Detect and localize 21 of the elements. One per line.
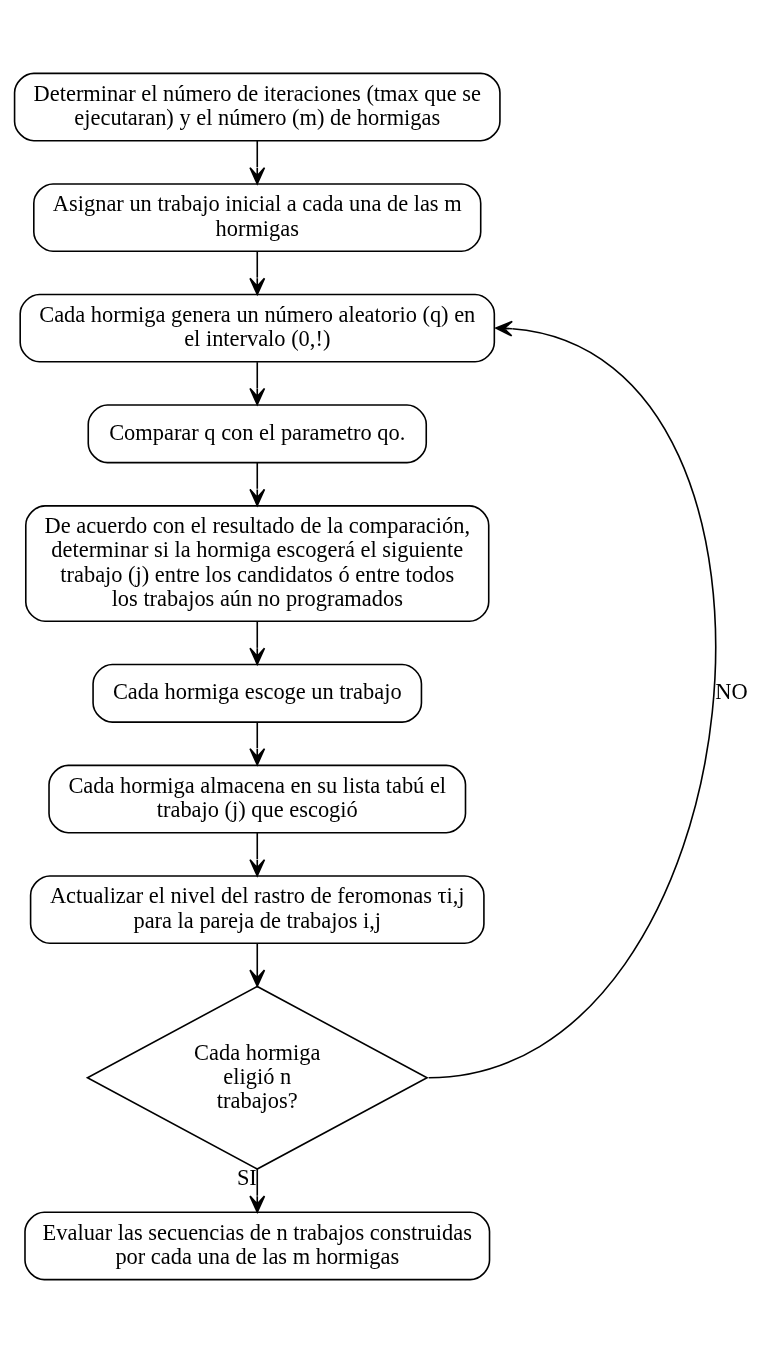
arrow — [249, 1167, 266, 1213]
edge-label: NO — [715, 678, 748, 704]
node-box: Asignar un trabajo inicial a cada una de las m hormigas — [33, 182, 482, 252]
node-box: Cada hormiga almacena en su lista tabú el trabajo (j) que escogió — [48, 764, 467, 833]
node-box: Actualizar el nivel del rastro de feromonas τi,j para la pareja de trabajos i,j — [29, 874, 485, 944]
arrow — [249, 461, 266, 506]
node-box: Comparar q con el parametro qo. — [87, 403, 428, 463]
arrow — [249, 620, 266, 665]
node-box: Cada hormiga escoge un trabajo — [92, 663, 423, 723]
node-box: Cada hormiga genera un número aleatorio (q) en el intervalo (0,!) — [19, 293, 496, 363]
arrow — [249, 139, 266, 185]
node-box: Determinar el número de iteraciones (tmax que se ejecutaran) y el número (m) de hormigas — [13, 72, 501, 141]
arrow — [427, 320, 716, 1079]
arrow — [249, 942, 266, 987]
node-box: Evaluar las secuencias de n trabajos construidas por cada una de las m hormigas — [24, 1211, 491, 1280]
arrow — [249, 721, 266, 766]
arrow — [249, 250, 266, 295]
arrow — [249, 831, 266, 877]
node-diamond: Cada hormiga eligió n trabajos? — [85, 985, 429, 1170]
arrow — [249, 360, 266, 405]
node-box: De acuerdo con el resultado de la comparación, determinar si la hormiga escogerá el siguiente trabajo (j) entre los candidatos ó entre todos los trabajos aún no programados — [25, 504, 490, 622]
